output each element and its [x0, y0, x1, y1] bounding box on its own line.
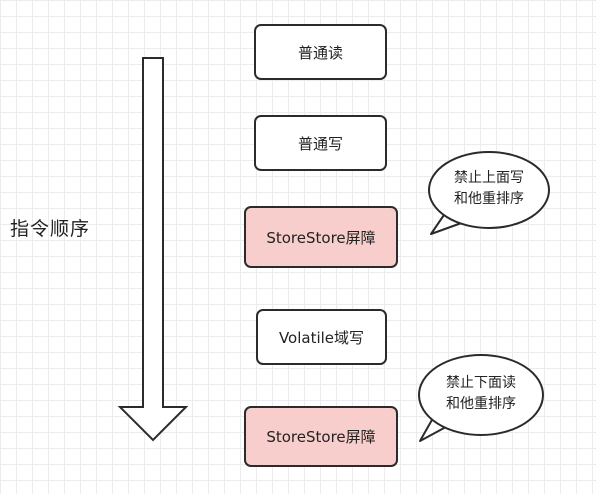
- callout-bubble-1: [428, 151, 550, 235]
- storestore-barrier-box-1[interactable]: StoreStore屏障: [244, 206, 398, 268]
- callout-2-line-2: 和他重排序: [446, 396, 516, 412]
- normal-write-box[interactable]: 普通写: [254, 115, 387, 171]
- callout-text-1: 禁止上面写 和他重排序: [439, 168, 539, 210]
- callout-1-line-2: 和他重排序: [454, 191, 524, 207]
- volatile-write-box[interactable]: Volatile域写: [256, 309, 387, 365]
- normal-read-box[interactable]: 普通读: [254, 24, 387, 80]
- instruction-order-label: 指令顺序: [10, 218, 91, 240]
- storestore-barrier-box-2[interactable]: StoreStore屏障: [244, 406, 398, 467]
- callout-text-2: 禁止下面读 和他重排序: [431, 373, 531, 415]
- callout-bubble-2: [418, 354, 544, 442]
- callout-1-line-1: 禁止上面写: [454, 170, 524, 186]
- callout-2-line-1: 禁止下面读: [446, 375, 516, 391]
